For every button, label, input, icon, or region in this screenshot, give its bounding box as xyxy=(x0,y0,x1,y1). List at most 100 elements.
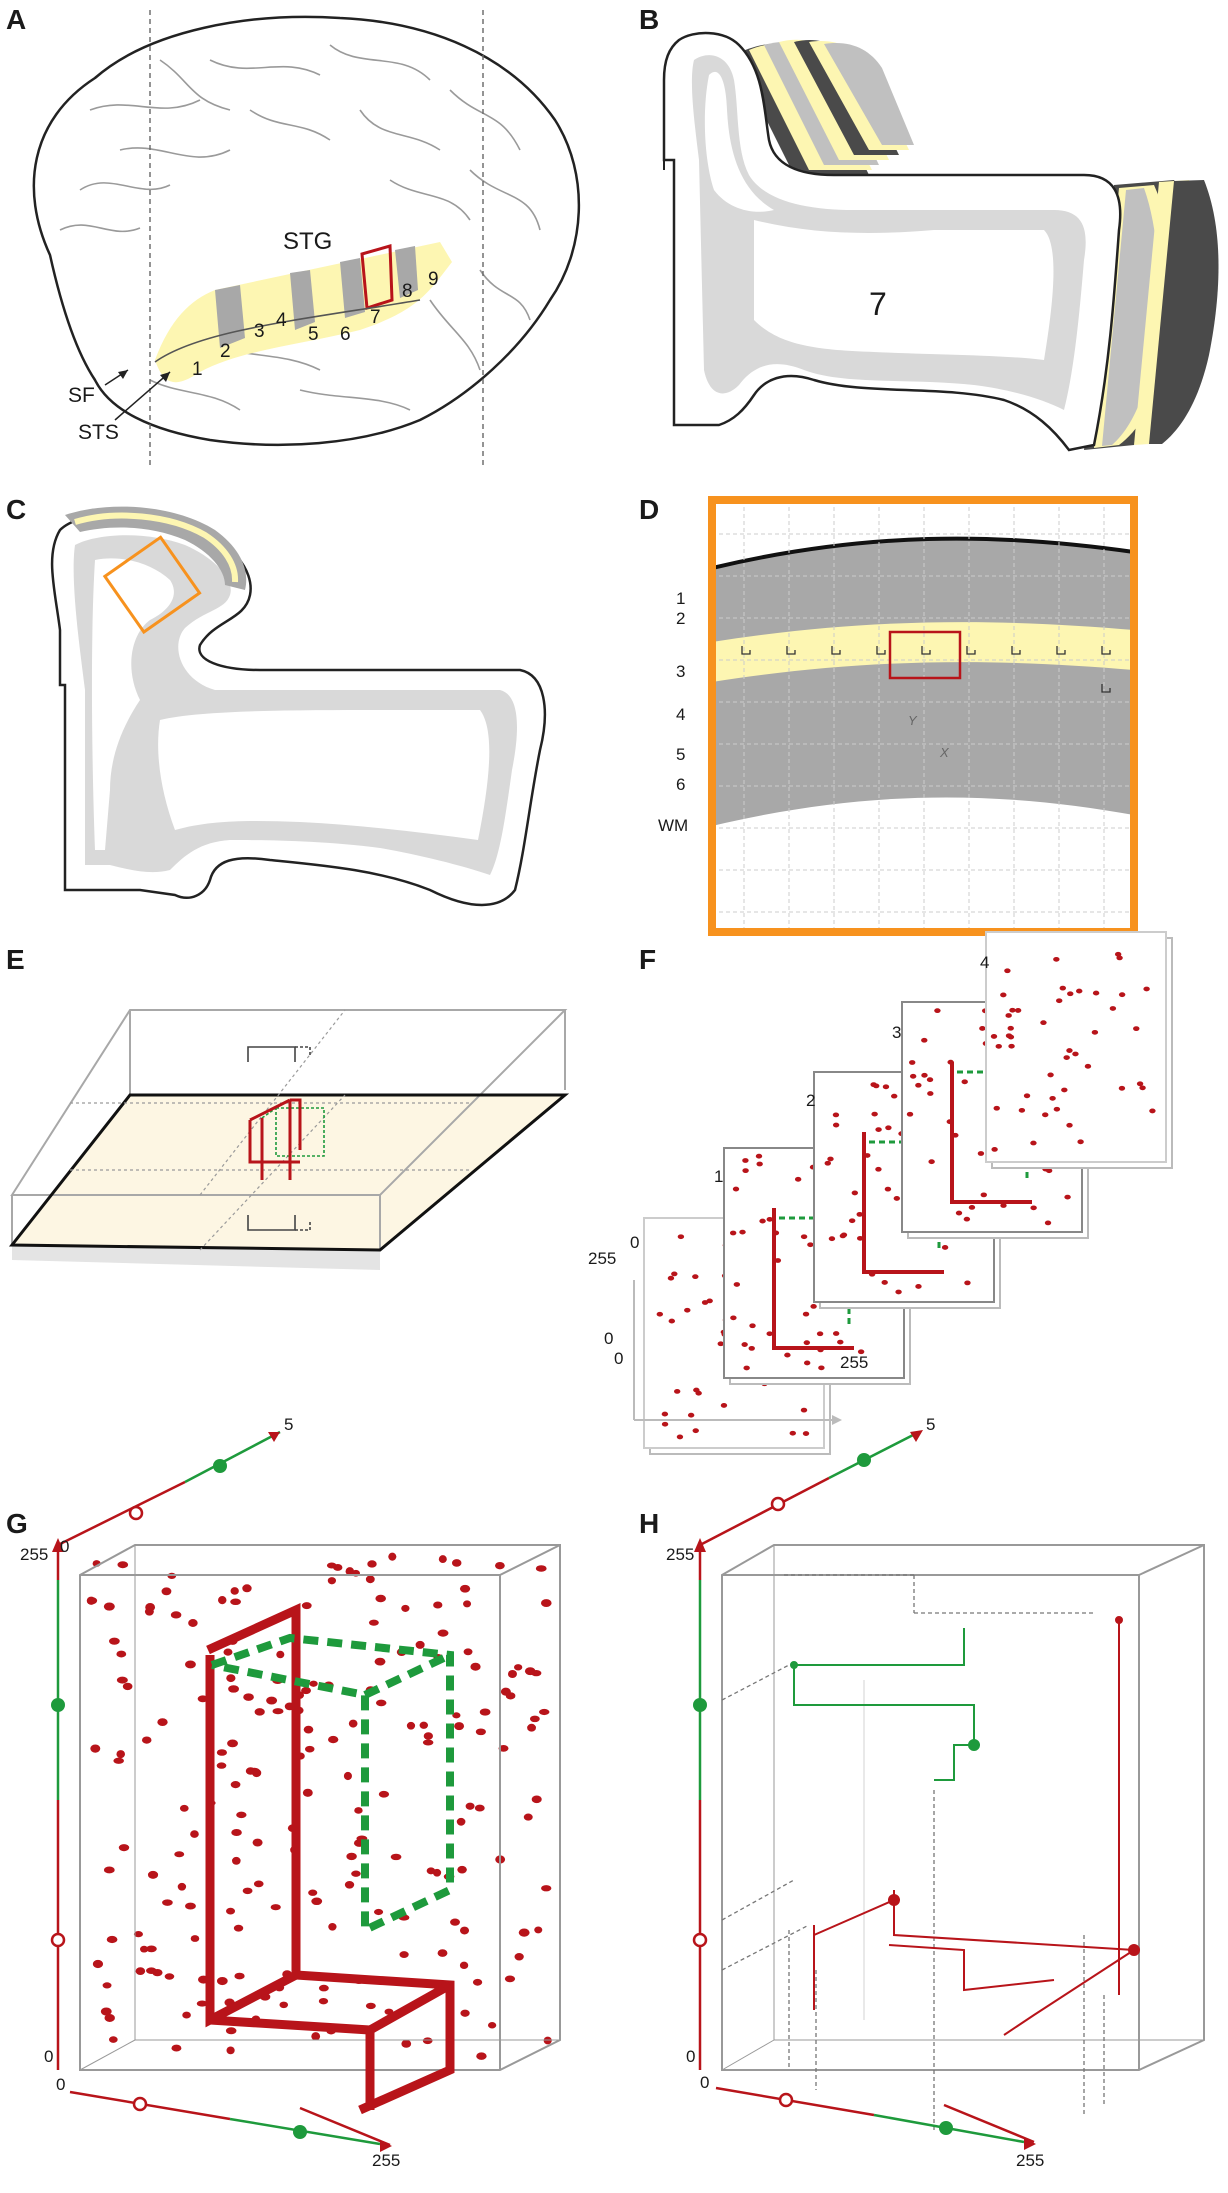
dot xyxy=(185,1902,196,1910)
dot xyxy=(1056,998,1063,1004)
f-axis-z-zero: 0 xyxy=(630,1233,640,1252)
dot xyxy=(684,1307,691,1313)
h-green-trajectory xyxy=(790,1628,980,1781)
dot xyxy=(766,1331,773,1337)
dot xyxy=(656,1311,664,1317)
dot xyxy=(474,1804,485,1812)
dot xyxy=(218,1596,227,1605)
section-label-8: 8 xyxy=(402,281,413,302)
dot xyxy=(309,1680,318,1687)
slice-label-1: 1 xyxy=(714,1167,724,1186)
dot xyxy=(230,1598,241,1606)
stg-label: STG xyxy=(283,228,333,255)
panel-c: C xyxy=(0,470,600,950)
dot xyxy=(170,1611,182,1619)
dot xyxy=(378,1790,390,1798)
dot xyxy=(676,1434,684,1440)
dots-cube-3d xyxy=(50,1430,561,2152)
dot xyxy=(270,1904,281,1911)
dot xyxy=(529,1715,540,1723)
dot xyxy=(225,2027,237,2035)
section-number-7: 7 xyxy=(869,286,887,322)
dot xyxy=(196,2000,208,2007)
section-label-7: 7 xyxy=(370,307,381,328)
dot xyxy=(374,1657,386,1666)
dot xyxy=(182,2011,191,2019)
dot xyxy=(109,2036,118,2043)
layer-label-1: 1 xyxy=(676,589,686,608)
dot xyxy=(179,1804,189,1812)
dot xyxy=(104,2013,115,2022)
dot xyxy=(328,1735,339,1744)
dot xyxy=(891,1093,898,1099)
dot xyxy=(365,1575,375,1584)
stg-gray-bands xyxy=(215,246,418,348)
dot xyxy=(535,1565,547,1572)
trajectory-cube-3d xyxy=(692,1430,1205,2150)
dot xyxy=(733,1282,741,1287)
dot xyxy=(401,1604,410,1612)
dot xyxy=(422,2037,433,2045)
dot xyxy=(1030,1140,1037,1146)
panel-letter-g: G xyxy=(6,1508,28,1539)
dot xyxy=(272,1708,284,1715)
layer-label-5: 5 xyxy=(676,745,686,764)
h-axis-y-max: 255 xyxy=(666,1545,695,1564)
dot xyxy=(968,1205,976,1210)
tissue-block-3d xyxy=(8,1009,570,1270)
dot xyxy=(729,1230,737,1236)
dot xyxy=(921,1072,928,1078)
dot xyxy=(963,1216,971,1222)
dot xyxy=(463,1600,472,1608)
h-axis-z-max: 5 xyxy=(926,1415,936,1434)
dot xyxy=(1049,1095,1056,1101)
dot xyxy=(832,1331,840,1336)
dot xyxy=(977,1151,985,1156)
panel-h: H xyxy=(614,1370,1228,2193)
dot xyxy=(367,1560,377,1568)
dot xyxy=(784,1352,791,1358)
g-red-cube xyxy=(205,1603,455,2115)
g-axis-y-zero: 0 xyxy=(44,2047,54,2066)
dot xyxy=(106,1935,118,1944)
red-cube-outline xyxy=(248,1098,302,1180)
dot xyxy=(928,1159,935,1165)
cortical-layer-grid xyxy=(708,496,1138,936)
dot xyxy=(463,1648,473,1656)
dot xyxy=(226,1674,236,1683)
dot xyxy=(305,1745,315,1753)
dot xyxy=(423,1732,433,1740)
dot xyxy=(882,1084,890,1090)
dot xyxy=(1091,1029,1099,1035)
dot xyxy=(927,1091,934,1096)
dot xyxy=(661,1421,669,1427)
dot xyxy=(345,1567,355,1576)
dot xyxy=(755,1153,763,1159)
dot xyxy=(1066,1122,1073,1128)
dot xyxy=(827,1156,834,1162)
panel-g: G xyxy=(0,1370,600,2193)
panel-letter-a: A xyxy=(6,4,27,35)
dot xyxy=(1072,1051,1079,1057)
dot xyxy=(302,1788,313,1797)
dot xyxy=(837,1339,844,1345)
dot xyxy=(934,1008,941,1014)
g-axis-x-max: 255 xyxy=(372,2151,401,2170)
dot xyxy=(92,1959,104,1969)
section-label-4: 4 xyxy=(276,310,287,331)
dot xyxy=(739,1229,746,1235)
dot xyxy=(346,1852,357,1861)
dot xyxy=(803,1340,811,1346)
panel-a: A xyxy=(0,0,600,470)
dot xyxy=(692,1274,699,1280)
dot xyxy=(116,1650,127,1658)
dot xyxy=(774,1258,782,1263)
dot xyxy=(226,1907,236,1915)
section-label-6: 6 xyxy=(340,324,351,345)
dot xyxy=(197,1695,208,1703)
dot xyxy=(720,1403,728,1408)
dot xyxy=(961,1079,968,1085)
image-slice-stack xyxy=(633,931,1173,1455)
dot xyxy=(122,1682,133,1691)
dot xyxy=(86,1596,96,1605)
